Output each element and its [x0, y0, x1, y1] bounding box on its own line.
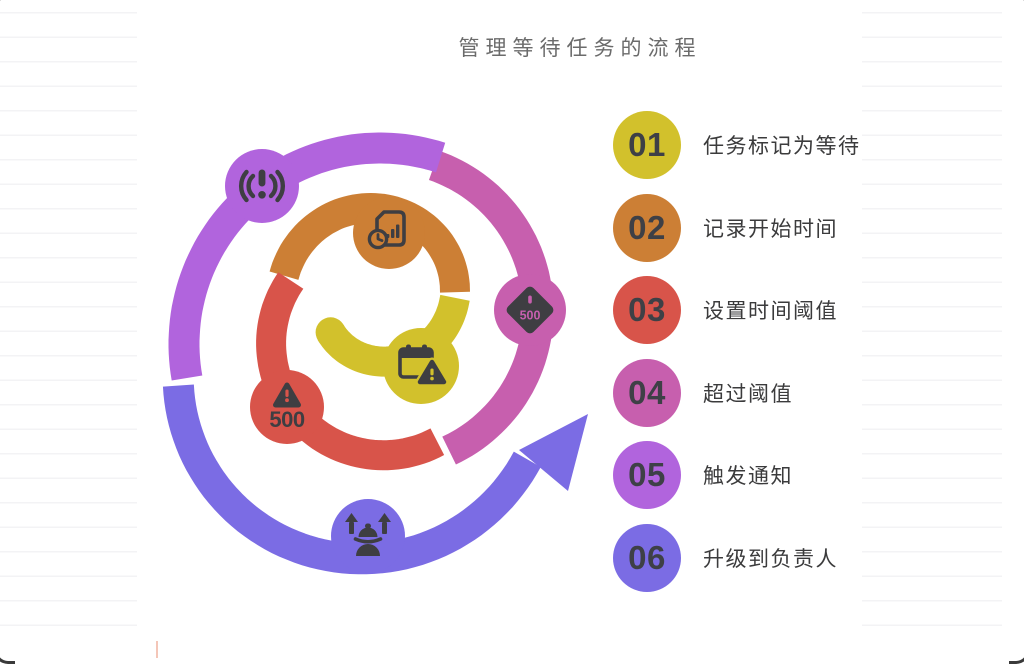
calendar-warning-icon — [398, 344, 449, 387]
step-label: 触发通知 — [703, 465, 793, 489]
frame-corner-top-right — [1009, 0, 1024, 15]
spiral-segment-blue — [162, 384, 541, 575]
spiral-diagram: 500 500 — [162, 132, 588, 575]
step-label: 升级到负责人 — [703, 548, 838, 571]
spiral-arrow-head — [519, 414, 588, 491]
warning-500-badge: 500 — [269, 407, 304, 432]
node-circle-calendar-warning — [383, 328, 459, 404]
step-number-circle: 05 — [613, 441, 681, 510]
frame-corner-top-left — [0, 0, 15, 15]
step-number-circle: 03 — [613, 276, 681, 345]
escalate-icon — [345, 513, 391, 556]
step-label: 任务标记为等待 — [703, 135, 861, 158]
error-500-icon: 500 — [506, 286, 554, 334]
step-row-3: 03 设置时间阈值 — [613, 276, 838, 345]
step-number-circle: 02 — [613, 193, 681, 262]
warning-500-icon: 500 — [269, 382, 305, 432]
spiral-start-cap — [315, 317, 346, 348]
step-label: 设置时间阈值 — [703, 300, 838, 324]
step-number-circle: 04 — [613, 358, 681, 427]
red-margin-line — [156, 641, 158, 658]
spiral-arcs — [162, 132, 554, 575]
step-label: 记录开始时间 — [703, 217, 838, 241]
step-number: 04 — [628, 373, 666, 411]
step-number: 06 — [628, 539, 666, 576]
step-row-6: 06 升级到负责人 — [613, 524, 838, 592]
step-number-circle: 01 — [613, 111, 681, 179]
page-title: 管理等待任务的流程 — [458, 37, 702, 60]
step-row-2: 02 记录开始时间 — [613, 193, 838, 262]
step-number: 05 — [628, 456, 666, 494]
step-number: 02 — [628, 208, 666, 246]
step-number: 03 — [628, 291, 666, 329]
report-clock-icon — [367, 210, 406, 250]
step-number-circle: 06 — [613, 524, 681, 592]
step-label: 超过阈值 — [703, 382, 793, 406]
frame-corner-bottom-left — [0, 643, 15, 664]
step-number: 01 — [628, 126, 666, 163]
step-row-1: 01 任务标记为等待 — [613, 111, 861, 179]
step-row-4: 04 超过阈值 — [613, 358, 793, 427]
node-circle-report-clock — [353, 197, 425, 269]
error-500-badge: 500 — [520, 309, 541, 323]
step-row-5: 05 触发通知 — [613, 441, 793, 510]
alert-icon — [239, 169, 285, 203]
frame-corner-bottom-right — [1009, 643, 1024, 664]
